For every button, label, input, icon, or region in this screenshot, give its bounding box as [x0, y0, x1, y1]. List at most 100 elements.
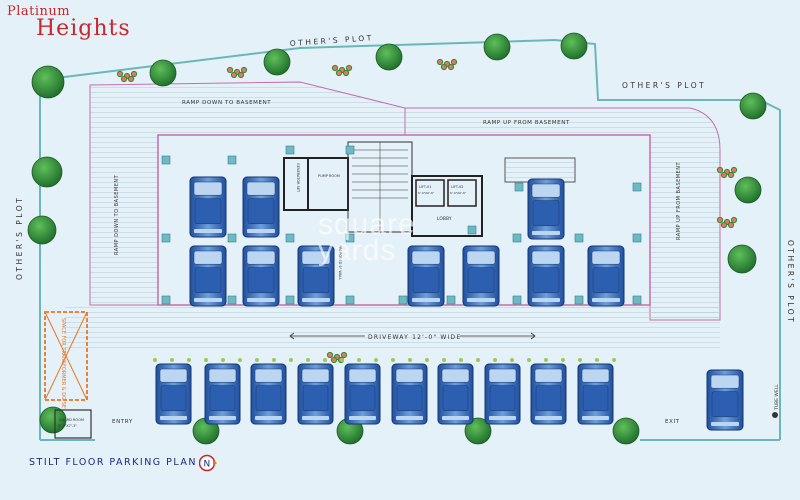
pillar	[512, 295, 522, 305]
pillar	[161, 295, 171, 305]
parked-car	[587, 245, 625, 307]
pillar	[514, 182, 524, 192]
pillar	[632, 233, 642, 243]
parked-car	[437, 363, 474, 425]
shrub-cluster	[116, 70, 138, 83]
hedge-shrub	[459, 358, 463, 362]
brand-name-line1: Platinum	[7, 4, 71, 19]
parked-car	[706, 369, 744, 431]
hedge-shrub	[170, 358, 174, 362]
plan-caption: STILT FLOOR PARKING PLAN	[29, 457, 198, 468]
parked-car	[242, 245, 280, 307]
tree	[27, 215, 57, 245]
tree	[263, 48, 291, 76]
parked-car	[344, 363, 381, 425]
pillar	[285, 233, 295, 243]
hedge-shrub	[357, 358, 361, 362]
hedge-shrub	[612, 358, 616, 362]
hedge-shrub	[238, 358, 242, 362]
hedge-shrub	[323, 358, 327, 362]
label-entry: ENTRY	[112, 419, 133, 425]
label-wall: PROPOSED 9" WALL	[338, 245, 342, 280]
building-core	[283, 141, 576, 237]
shrub-cluster	[226, 66, 248, 79]
tree	[375, 43, 403, 71]
shrub-cluster	[436, 58, 458, 71]
parked-car	[391, 363, 428, 425]
pillar	[227, 233, 237, 243]
transformer-area	[44, 311, 88, 401]
pillar	[285, 145, 295, 155]
hedge-shrub	[561, 358, 565, 362]
pillar	[345, 295, 355, 305]
label-driveway: DRIVEWAY 12'-0" WIDE	[368, 334, 461, 341]
compound-wall	[39, 38, 781, 441]
hedge-shrub	[289, 358, 293, 362]
label-tube-well: TUBE WELL	[774, 384, 780, 411]
parking-cars	[155, 176, 744, 431]
shrub-cluster	[716, 216, 738, 229]
label-lobby: LOBBY	[437, 216, 452, 222]
hedge-shrub	[408, 358, 412, 362]
hedge-shrub	[272, 358, 276, 362]
pillar	[574, 233, 584, 243]
watermark-line1: square	[318, 208, 416, 241]
pillar	[345, 233, 355, 243]
pillar	[345, 145, 355, 155]
hedge-shrub	[476, 358, 480, 362]
hedge-shrub	[544, 358, 548, 362]
shrub-cluster	[716, 166, 738, 179]
parked-car	[407, 245, 445, 307]
hedge-shrub	[204, 358, 208, 362]
label-ramp-down-vertical: RAMP DOWN TO BASEMENT	[114, 174, 120, 255]
hedge-shrub	[221, 358, 225, 362]
tree	[739, 92, 767, 120]
label-others-plot-left: OTHER'S PLOT	[15, 196, 24, 280]
tube-well-marker	[772, 412, 778, 418]
pillar	[227, 155, 237, 165]
tree	[734, 176, 762, 204]
parked-car	[484, 363, 521, 425]
brand-name-line2: Heights	[36, 16, 131, 41]
parked-car	[462, 245, 500, 307]
label-genset: GENERATOR SET	[296, 163, 300, 193]
pillar	[632, 295, 642, 305]
tree	[560, 32, 588, 60]
label-transformer: SPACE FOR TRANSFORMER & DG SET	[60, 318, 66, 412]
parked-car	[204, 363, 241, 425]
pillar	[512, 233, 522, 243]
label-pump-room: PUMP ROOM	[318, 174, 340, 178]
parked-car	[297, 245, 335, 307]
tree	[149, 59, 177, 87]
hedge-shrub	[510, 358, 514, 362]
pillar	[574, 295, 584, 305]
parked-car	[527, 178, 565, 240]
watermark-line2: yards	[318, 234, 397, 267]
tree	[31, 65, 65, 99]
tree	[39, 406, 67, 434]
building-outline	[157, 134, 651, 306]
hedge-shrub	[391, 358, 395, 362]
tree	[464, 417, 492, 445]
pillar	[227, 295, 237, 305]
hedge-shrub	[578, 358, 582, 362]
watermark: square yards	[318, 208, 416, 267]
parked-car	[189, 245, 227, 307]
label-ramp-down: RAMP DOWN TO BASEMENT	[182, 100, 271, 106]
driveway-arrows	[289, 332, 536, 340]
label-others-plot-right-top: OTHER'S PLOT	[622, 81, 706, 90]
tree	[612, 417, 640, 445]
pillars	[161, 145, 642, 305]
tree	[727, 244, 757, 274]
parked-car	[530, 363, 567, 425]
hedge-shrub	[425, 358, 429, 362]
tree	[31, 156, 63, 188]
north-letter: N	[204, 460, 211, 470]
parked-car	[250, 363, 287, 425]
label-ramp-up-vertical: RAMP UP FROM BASEMENT	[676, 162, 682, 240]
parked-car	[242, 176, 280, 238]
label-lift-1-size: 6'-0"X6'-6"	[418, 191, 435, 195]
pillar	[161, 233, 171, 243]
pillar	[446, 295, 456, 305]
